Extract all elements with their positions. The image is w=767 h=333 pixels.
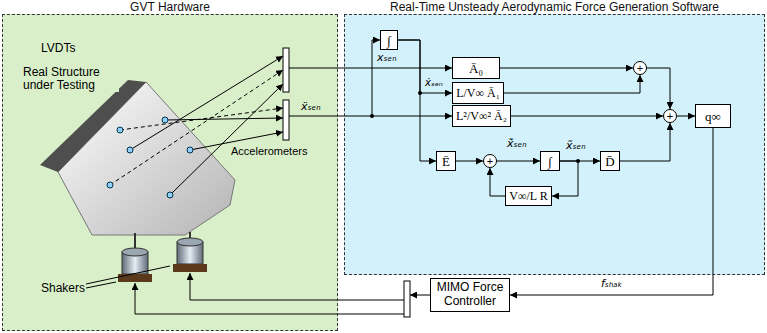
sensor-wire [130,56,283,150]
block-text: L/V∞ Ā₁ [456,87,500,99]
pressure-gain-block: q∞ [695,104,731,128]
signal-label: ẍₛₑₙ [300,101,322,113]
sensor-dot [167,192,173,198]
signal-connector [511,116,663,117]
signal-connector [497,161,540,162]
gain-block: L²/V∞² Ā₂ [452,105,511,127]
signal-connector [677,116,695,117]
shaker-base [118,274,152,282]
summing-junction: + [663,109,677,123]
block-text: + [667,111,673,122]
sensor-wires [110,56,283,195]
block-text: Ā₀ [469,62,483,75]
shaker-top [122,248,148,256]
matrix-block: D̄ [600,151,620,171]
sensor-wire [165,118,283,120]
lag-block: V∞/L R [505,186,552,206]
part-label: Accelerometers [230,145,308,157]
signal-connector [504,75,640,93]
software-panel: ∫ Ā₀ L/V∞ Ā₁ + L²/V∞² Ā₂ + q∞ Ē + ∫ D̄ V∞/L R Real-T… [344,0,765,275]
block-text: ∫ [387,34,391,47]
actuator-bus [404,281,410,317]
summing-junction: + [483,154,497,168]
lvdt-bus [283,48,289,92]
sensor-dot [117,127,123,133]
sensor-wire [170,84,283,195]
panel-title: Real-Time Unsteady Aerodynamic Force Gen… [344,0,765,14]
gain-block: L/V∞ Ā₁ [452,82,504,104]
sensor-dot [107,182,113,188]
block-text: ∫ [548,155,552,168]
signal-connector [647,68,670,109]
signal-connector [398,40,452,93]
signal-connector [490,168,505,196]
sensor-dot [162,117,168,123]
part-label: Real Structure under Testing [22,66,119,92]
signal-wires [135,40,452,314]
signal-wire [135,283,404,314]
summing-junction: + [633,61,647,75]
part-label: Shakers [40,282,86,295]
block-text: + [637,63,643,74]
junction-dot [370,114,374,118]
signal-label: ẋₛₑₙ [424,77,444,88]
hardware-ground [2,14,338,331]
panel-frame [344,14,765,275]
sensors [107,117,193,198]
signal-wire [289,68,452,69]
shaker-top [177,238,203,246]
signal-label: x̃̇ₛₑₙ [506,138,528,150]
block-text: D̄ [605,155,614,168]
block-text: q∞ [705,110,721,123]
signal-connector [398,40,436,161]
signal-connector [456,161,483,162]
block-text: + [487,156,493,167]
signal-label: x̃ₛₑₙ [565,140,587,152]
signal-connector [620,123,670,161]
signal-connector [500,68,633,69]
matrix-block: Ē [436,151,456,171]
wing-surface [58,82,235,235]
signal-wire [410,295,430,296]
signal-label: fₛₕₐₖ [600,278,623,290]
shakers [86,232,207,288]
integrator-block: ∫ [380,30,398,50]
part-label: LVDTs [40,42,76,55]
shaker-base [173,264,207,272]
block-text: MIMO Force Controller [431,281,509,309]
sensor-dot [187,147,193,153]
gain-block: Ā₀ [452,57,500,79]
signal-wire [190,273,404,300]
block-text: V∞/L R [509,190,547,202]
panel-title: GVT Hardware [2,0,338,14]
controller-box: MIMO Force Controller [430,278,510,312]
block-text: Ē [442,155,450,168]
sensor-wire [110,70,283,185]
signal-label: xₛₑₙ [376,52,398,64]
accelerometer-bus [283,100,289,140]
sensor-dot [127,147,133,153]
sensor-wire [120,108,283,130]
signal-connector [510,128,713,295]
block-text: L²/V∞² Ā₂ [456,110,507,122]
software-ground [344,14,765,275]
integrator-block: ∫ [540,151,560,171]
leader-line [86,266,170,284]
wing-root [40,80,146,172]
